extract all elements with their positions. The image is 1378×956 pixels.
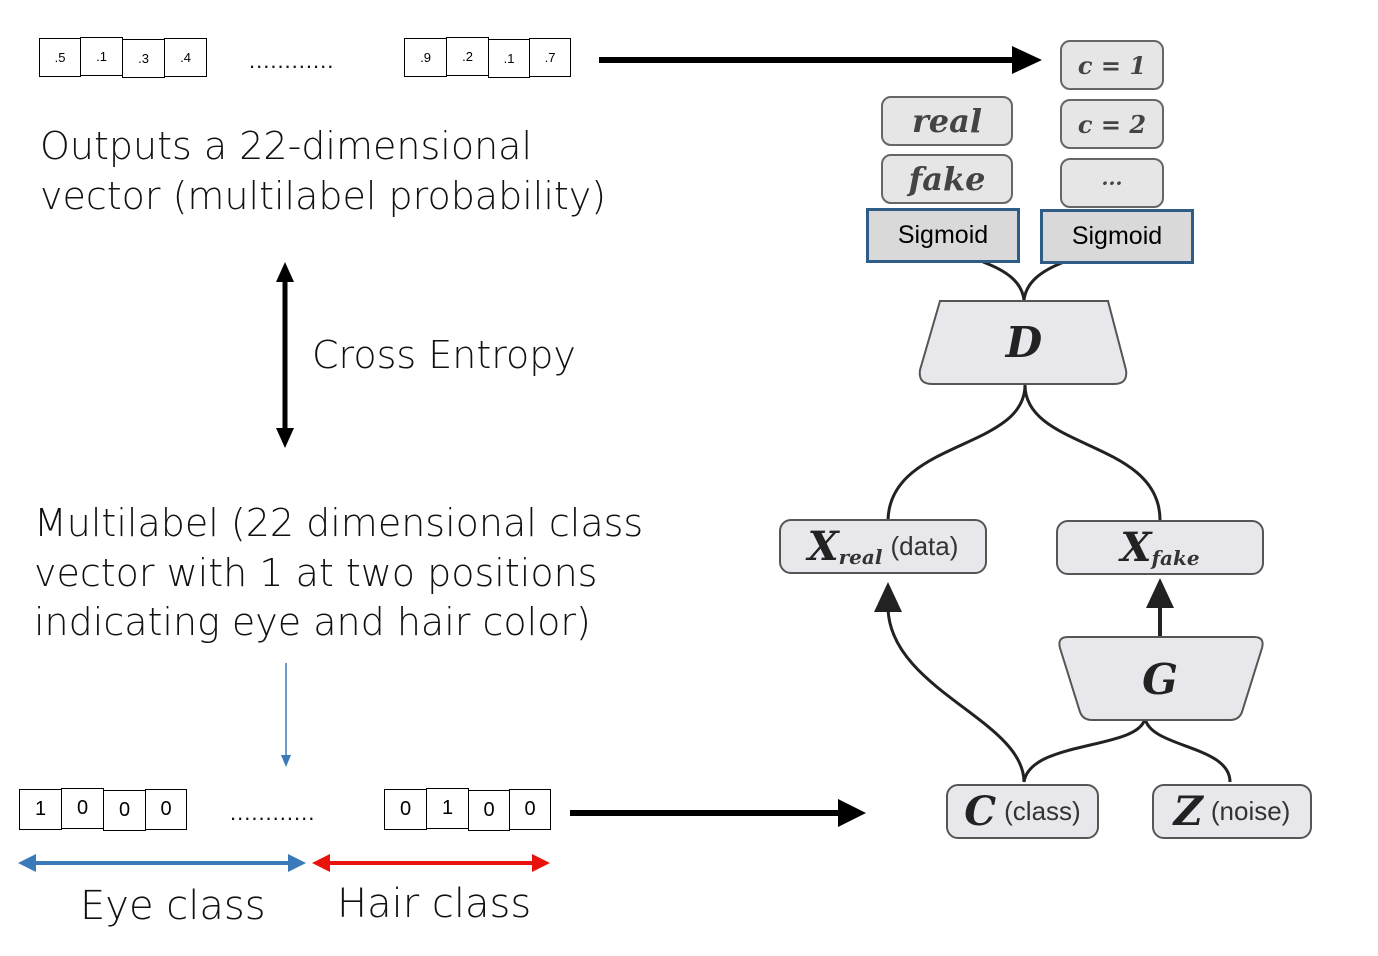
hair-class-range-arrow — [312, 854, 550, 872]
output-vector-cell: .4 — [164, 38, 207, 77]
multilabel-description-line: indicating eye and hair color) — [34, 600, 591, 644]
c-to-g-curve — [1022, 717, 1147, 783]
hair-class-label: Hair class — [337, 881, 532, 927]
class-input-tag: (class) — [1004, 796, 1081, 826]
class-vector-to-input-arrow — [570, 799, 866, 827]
class-vector-cell: 0 — [61, 788, 104, 829]
c-to-xreal-curve — [886, 607, 1026, 783]
class-vector-cell: 0 — [509, 789, 551, 830]
multilabel-down-arrow — [281, 663, 291, 767]
class-output-pill: c = 2 — [1060, 99, 1164, 149]
eye-class-range-arrow — [18, 854, 306, 872]
noise-input-symbol: Z — [1173, 788, 1203, 835]
generator-label: G — [1142, 655, 1178, 704]
output-vector-ellipsis: ............ — [249, 48, 335, 73]
z-to-g-curve — [1143, 717, 1232, 783]
network-curves — [886, 260, 1232, 783]
output-vector-cell: .2 — [446, 37, 489, 76]
output-vector-cell: .9 — [404, 38, 447, 77]
xfake-arrowhead — [1146, 578, 1174, 608]
eye-class-label: Eye class — [80, 883, 266, 929]
xreal-arrowhead — [874, 582, 902, 612]
class-input-symbol: C — [964, 788, 997, 835]
discriminator-label: D — [1005, 318, 1043, 367]
d-to-xfake-curve — [1023, 384, 1162, 521]
class-input-node: C (class) — [946, 784, 1099, 839]
class-vector-cell: 0 — [145, 789, 187, 830]
multilabel-description-line: vector with 1 at two positions — [34, 551, 598, 595]
class-vector-ellipsis: ............ — [230, 800, 316, 825]
output-description-line: vector (multilabel probability) — [40, 174, 607, 218]
noise-input-node: Z (noise) — [1152, 784, 1312, 839]
multilabel-description-line: Multilabel (22 dimensional class — [34, 501, 644, 545]
noise-input-tag: (noise) — [1210, 796, 1291, 826]
real-output-pill: real — [881, 96, 1013, 146]
sigmoid-right-to-d-curve — [1022, 260, 1065, 301]
output-description-line: Outputs a 22-dimensional — [40, 124, 532, 168]
output-vector-cell: .1 — [80, 37, 123, 76]
cross-entropy-label: Cross Entropy — [312, 333, 576, 377]
class-output-pill: ··· — [1060, 158, 1164, 208]
x-fake-subscript: fake — [1151, 545, 1200, 570]
sigmoid-left-box: Sigmoid — [866, 208, 1020, 263]
cross-entropy-double-arrow — [276, 262, 294, 448]
output-vector-cell: .5 — [39, 38, 81, 77]
class-vector-cell: 1 — [19, 789, 62, 830]
sigmoid-right-box: Sigmoid — [1040, 209, 1194, 264]
x-real-subscript: real — [838, 544, 883, 569]
output-vector-cell: .1 — [488, 39, 530, 78]
x-real-tag: (data) — [890, 531, 959, 561]
output-vector-cell: .7 — [529, 38, 571, 77]
discriminator-block — [918, 300, 1128, 385]
class-vector-cell: 0 — [468, 790, 510, 831]
fake-output-pill: fake — [881, 154, 1013, 204]
d-to-xreal-curve — [886, 384, 1027, 521]
generator-block — [1058, 636, 1264, 721]
class-output-pill: c = 1 — [1060, 40, 1164, 90]
x-real-symbol: X — [807, 523, 839, 570]
sigmoid-left-to-d-curve — [982, 260, 1026, 301]
x-fake-symbol: X — [1120, 524, 1152, 571]
output-to-class-arrow — [599, 46, 1042, 74]
